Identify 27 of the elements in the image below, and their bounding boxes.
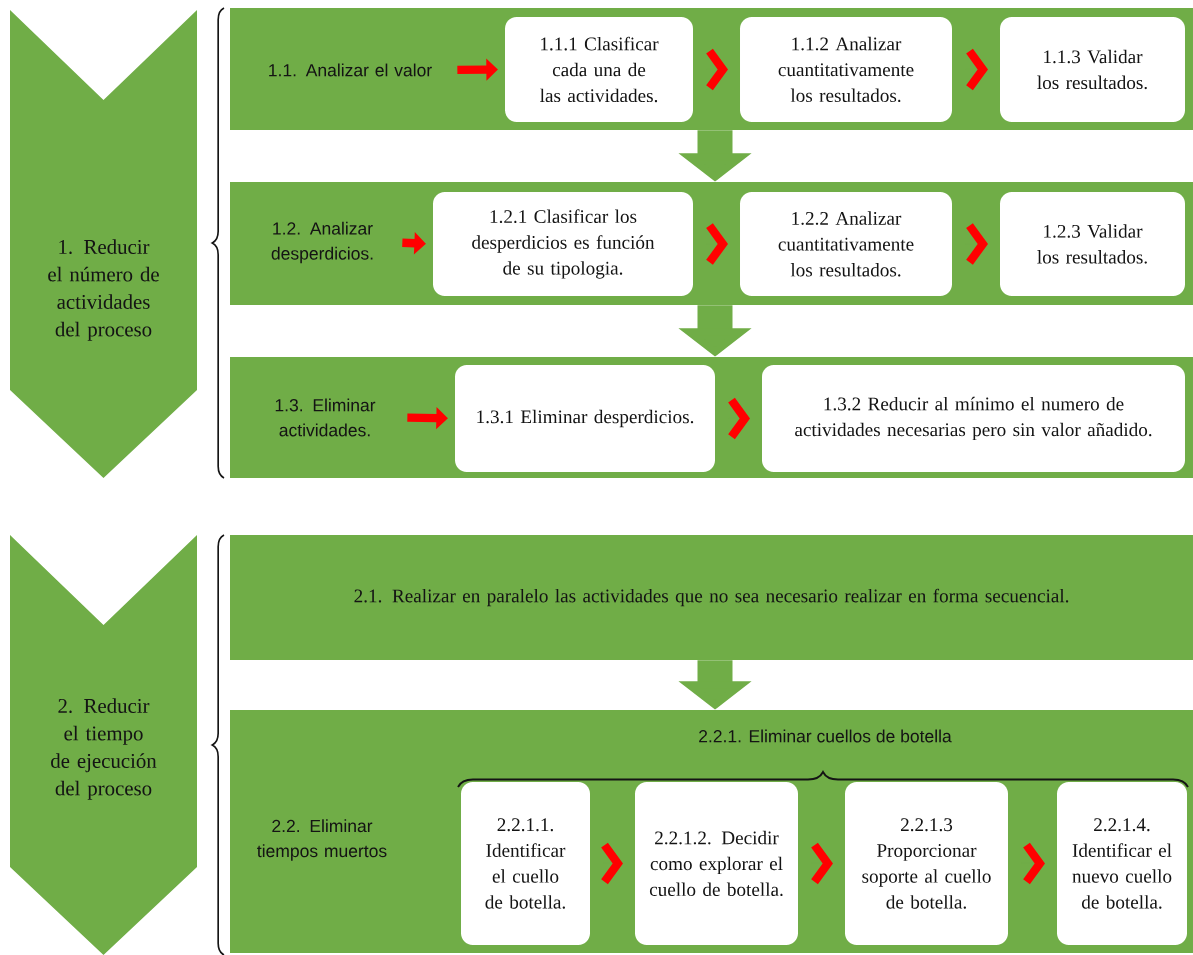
- chevron-arrow: [811, 842, 833, 885]
- task-box: 1.1.3 Validar los resultados.: [1000, 17, 1185, 122]
- task-box: 2.2.1.1. Identificar el cuello de botella.: [461, 782, 590, 945]
- step-label: 1.1. Analizar el valor: [269, 63, 432, 77]
- task-box: 2.2.1.2. Decidir como explorar el cuello de botella.: [635, 782, 798, 945]
- task-box: 1.2.3 Validar los resultados.: [1000, 192, 1185, 296]
- chevron-banner: 2. Reducir el tiempo de ejecución del proceso: [10, 535, 197, 955]
- chevron-arrow: [965, 48, 988, 91]
- task-box: 1.2.2 Analizar cuantitativamente los resultados.: [740, 192, 952, 296]
- chevron-arrow: [706, 223, 728, 265]
- task-box: 1.1.2 Analizar cuantitativamente los resultados.: [740, 17, 952, 122]
- step-band: 2.1. Realizar en paralelo las actividades que no sea necesario realizar en forma secuencial.: [230, 535, 1193, 660]
- chevron-arrow: [728, 397, 750, 440]
- brace-label: 2.2.1. Eliminar cuellos de botella: [699, 729, 952, 743]
- chevron-arrow: [601, 842, 623, 885]
- task-box: 1.3.1 Eliminar desperdicios.: [455, 365, 715, 472]
- chevron-arrow: [1021, 842, 1045, 885]
- task-box: 1.2.1 Clasificar los desperdicios es función de su tipologia.: [433, 192, 693, 296]
- task-box: 1.1.1 Clasificar cada una de las actividades.: [505, 17, 693, 122]
- chevron-arrow: [965, 223, 988, 265]
- step-label: 1.3. Eliminar actividades.: [275, 398, 376, 437]
- task-box: 1.3.2 Reducir al mínimo el numero de actividades necesarias pero sin valor añadido.: [762, 365, 1185, 472]
- task-box: 2.2.1.4. Identificar el nuevo cuello de botella.: [1057, 782, 1187, 945]
- chevron-arrow: [706, 48, 728, 91]
- step-label: 1.2. Analizar desperdicios.: [271, 221, 373, 264]
- chevron-banner: 1. Reducir el número de actividades del proceso: [10, 10, 197, 478]
- task-box: 2.2.1.3 Proporcionar soporte al cuello de botella.: [845, 782, 1008, 945]
